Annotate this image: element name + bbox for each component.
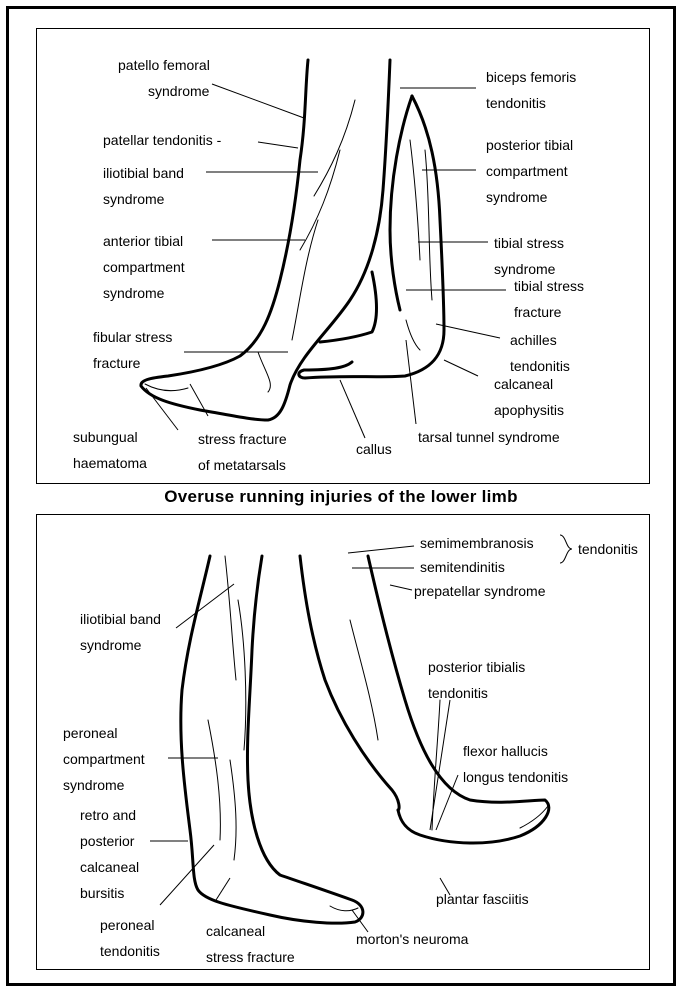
label-tarsal-tunnel: tarsal tunnel syndrome <box>418 424 560 450</box>
label-fibular-stress-2: fracture <box>93 350 140 376</box>
label-anterior-tibial-2: compartment <box>103 254 185 280</box>
label-peroneal-tendonitis-2: tendonitis <box>100 938 160 964</box>
label-calcaneal-apophysitis-2: apophysitis <box>494 397 564 423</box>
label-posterior-tibialis-2: tendonitis <box>428 680 488 706</box>
label-tibial-stress-fracture: tibial stress <box>514 273 584 299</box>
label-semitendinitis: semitendinitis <box>420 554 505 580</box>
label-stress-fracture-2: of metatarsals <box>198 452 286 478</box>
label-iliotibial-band-bottom: iliotibial band <box>80 606 161 632</box>
label-patello-femoral-2: syndrome <box>148 78 209 104</box>
label-subungual: subungual <box>73 424 138 450</box>
label-iliotibial-band-bottom-2: syndrome <box>80 632 141 658</box>
label-iliotibial-band: iliotibial band <box>103 160 184 186</box>
label-posterior-tibialis: posterior tibialis <box>428 654 525 680</box>
label-retro-3: calcaneal <box>80 854 139 880</box>
label-achilles: achilles <box>510 327 557 353</box>
label-plantar-fasciitis: plantar fasciitis <box>436 886 529 912</box>
label-peroneal-compartment-2: compartment <box>63 746 145 772</box>
label-retro-2: posterior <box>80 828 134 854</box>
label-stress-fracture: stress fracture <box>198 426 287 452</box>
label-subungual-2: haematoma <box>73 450 147 476</box>
label-fibular-stress: fibular stress <box>93 324 172 350</box>
label-posterior-tibial: posterior tibial <box>486 132 573 158</box>
label-retro: retro and <box>80 802 136 828</box>
label-patello-femoral: patello femoral <box>118 52 210 78</box>
figure-caption: Overuse running injuries of the lower li… <box>0 487 682 507</box>
label-posterior-tibial-3: syndrome <box>486 184 547 210</box>
label-calcaneal-stress-2: stress fracture <box>206 944 295 970</box>
label-mortons-neuroma: morton's neuroma <box>356 926 468 952</box>
label-tibial-stress-fracture-2: fracture <box>514 299 561 325</box>
label-callus: callus <box>356 436 392 462</box>
label-semimembranosis: semimembranosis <box>420 530 534 556</box>
label-calcaneal-apophysitis: calcaneal <box>494 371 553 397</box>
label-flexor-hallucis-2: longus tendonitis <box>463 764 568 790</box>
label-anterior-tibial: anterior tibial <box>103 228 183 254</box>
label-prepatellar: prepatellar syndrome <box>414 578 546 604</box>
label-peroneal-compartment-3: syndrome <box>63 772 124 798</box>
label-peroneal-tendonitis: peroneal <box>100 912 155 938</box>
label-flexor-hallucis: flexor hallucis <box>463 738 548 764</box>
label-iliotibial-band-2: syndrome <box>103 186 164 212</box>
label-anterior-tibial-3: syndrome <box>103 280 164 306</box>
left-leg-outline <box>181 556 363 923</box>
label-biceps-femoris: biceps femoris <box>486 64 576 90</box>
label-calcaneal-stress: calcaneal <box>206 918 265 944</box>
label-patellar-tendonitis: patellar tendonitis - <box>103 127 221 153</box>
label-biceps-femoris-2: tendonitis <box>486 90 546 116</box>
label-retro-4: bursitis <box>80 880 124 906</box>
label-posterior-tibial-2: compartment <box>486 158 568 184</box>
label-peroneal-compartment: peroneal <box>63 720 118 746</box>
label-tibial-stress-syndrome: tibial stress <box>494 230 564 256</box>
label-tendonitis: tendonitis <box>578 536 638 562</box>
